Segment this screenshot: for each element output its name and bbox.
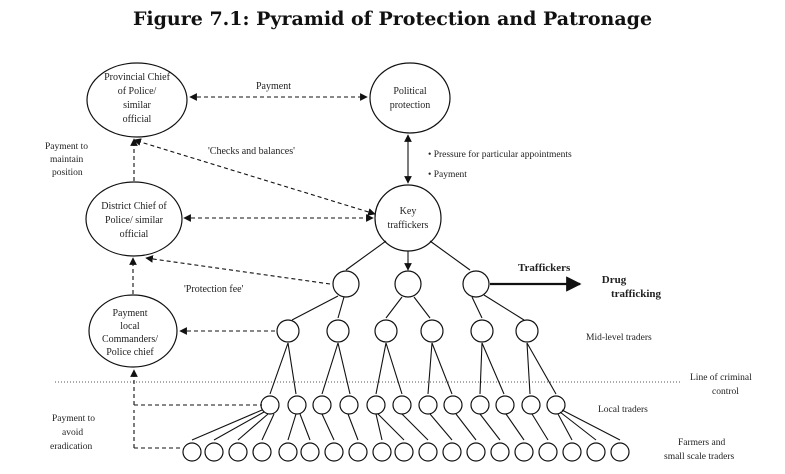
key-traffickers-line: Key xyxy=(400,206,417,217)
mid-level-node xyxy=(420,319,444,343)
payment-bullet-label: • Payment xyxy=(428,170,467,180)
political-protection-line: protection xyxy=(390,100,431,111)
provincial-chief-line: Provincial Chief xyxy=(104,72,170,83)
mid-level-traders-label: Mid-level traders xyxy=(586,333,652,343)
key-traffickers-node: Key traffickers xyxy=(374,184,442,252)
district-chief-line: Police/ similar xyxy=(105,215,164,226)
payment-label: Payment xyxy=(256,81,291,92)
avoid-eradication-arrow xyxy=(134,370,262,406)
checks-balances-arrow xyxy=(133,138,376,216)
drug-trafficking-line: trafficking xyxy=(611,288,662,300)
criminal-control-label: control xyxy=(712,387,739,397)
local-traders-label: Local traders xyxy=(598,405,648,415)
mid-level-node xyxy=(470,319,494,343)
trafficker-node xyxy=(394,270,422,298)
farmers-level xyxy=(182,409,630,462)
mid-level-node xyxy=(374,319,398,343)
provincial-chief-line: of Police/ xyxy=(118,86,157,97)
protection-fee-label: 'Protection fee' xyxy=(184,284,244,295)
political-protection-node: Political protection xyxy=(369,62,451,134)
mid-level-traders-level xyxy=(276,294,539,343)
political-protection-line: Political xyxy=(393,86,427,97)
criminal-control-label: Line of criminal xyxy=(690,372,752,383)
payment-maintain-line: maintain xyxy=(50,155,83,165)
payment-avoid-line: eradication xyxy=(50,442,92,452)
traffickers-label: Traffickers xyxy=(518,262,571,274)
payment-avoid-line: avoid xyxy=(62,428,83,438)
pressure-label: • Pressure for particular appointments xyxy=(428,149,572,160)
local-commanders-line: Payment xyxy=(113,308,148,319)
checks-balances-label: 'Checks and balances' xyxy=(208,146,295,157)
payment-maintain-line: Payment to xyxy=(45,142,88,152)
payment-maintain-line: position xyxy=(52,168,83,178)
figure-title: Figure 7.1: Pyramid of Protection and Pa… xyxy=(132,8,653,30)
protection-fee-arrow xyxy=(145,255,331,285)
farmers-label: small scale traders xyxy=(664,452,734,462)
mid-level-node xyxy=(276,319,300,343)
provincial-chief-node: Provincial Chief of Police/ similar offi… xyxy=(86,62,188,138)
district-chief-line: District Chief of xyxy=(101,201,167,212)
local-commanders-line: local xyxy=(120,321,140,332)
farmers-label: Farmers and xyxy=(678,438,725,448)
local-commanders-line: Police chief xyxy=(106,347,154,358)
provincial-chief-line: official xyxy=(123,114,152,125)
district-chief-line: official xyxy=(120,229,149,240)
drug-trafficking-line: Drug xyxy=(602,274,627,286)
district-chief-node: District Chief of Police/ similar offici… xyxy=(85,181,183,257)
local-commanders-line: Commanders/ xyxy=(102,334,158,345)
payment-avoid-line: Payment to xyxy=(52,414,95,424)
provincial-chief-line: similar xyxy=(123,100,151,111)
local-traders-level xyxy=(260,342,566,415)
trafficker-node xyxy=(462,270,490,298)
trafficker-node xyxy=(332,270,360,298)
mid-level-node xyxy=(326,319,350,343)
mid-level-node xyxy=(515,319,539,343)
traffickers-level xyxy=(332,240,490,298)
local-commanders-node: Payment local Commanders/ Police chief xyxy=(88,294,178,368)
key-traffickers-line: traffickers xyxy=(388,220,429,231)
eradication-dash xyxy=(133,410,180,449)
